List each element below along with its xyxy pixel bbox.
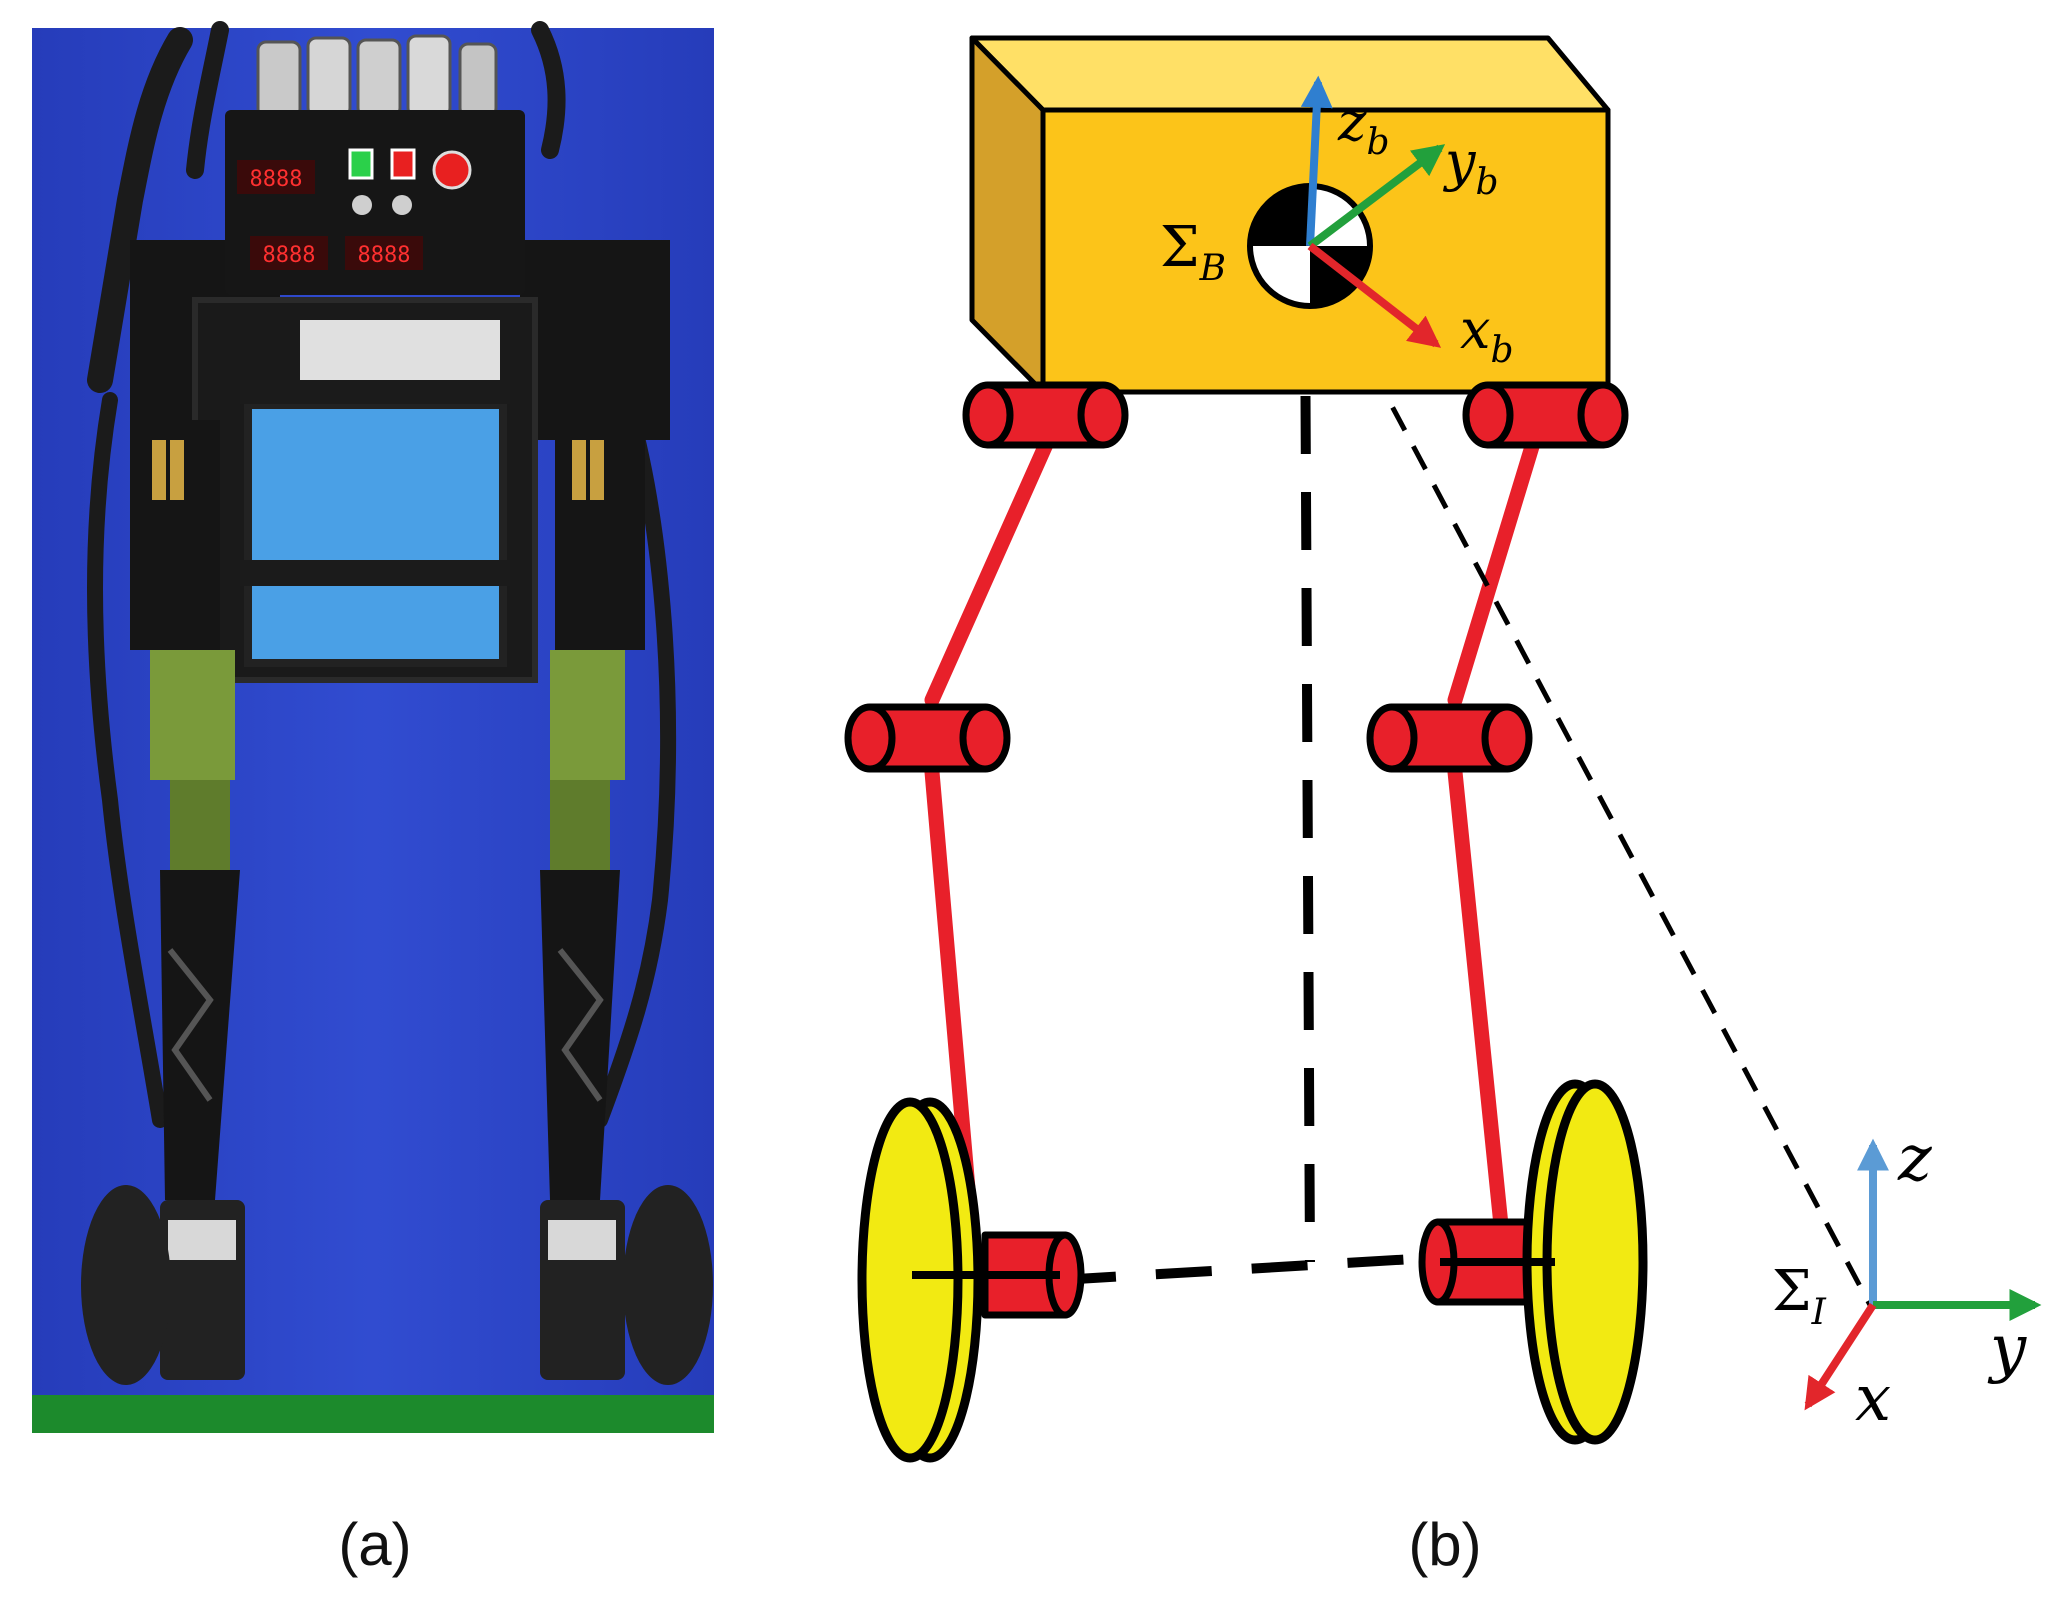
left-thigh-link [924, 432, 1056, 708]
green-switch [348, 148, 374, 180]
legs-links [924, 432, 1542, 1243]
wheel-axis-dash [1059, 1253, 1431, 1285]
cable-bundle [87, 21, 677, 1128]
right-hip-joint [1462, 381, 1629, 449]
x-label: x [1855, 1362, 1891, 1436]
dashed-projection [1059, 250, 1873, 1307]
robot-photo: 8888 8888 8888 [32, 21, 714, 1433]
emergency-stop [432, 150, 472, 190]
zb-axis-arrow [1300, 75, 1333, 247]
body-frame-axes [1300, 75, 1446, 348]
schematic: zb yb xb ΣB z y x ΣI [844, 35, 2042, 1463]
battery-top [300, 320, 500, 380]
inertial-origin-dash [1307, 250, 1873, 1307]
left-tire [81, 1185, 171, 1385]
caption-a: (a) [338, 1511, 411, 1578]
right-shank-link [1447, 764, 1510, 1243]
robot-frame: 8888 8888 8888 [130, 110, 670, 683]
right-wheel-assembly [1418, 1079, 1648, 1445]
knee-joints [844, 703, 1533, 773]
svg-text:8888: 8888 [263, 243, 316, 268]
inertial-frame-labels: z y x ΣI [1772, 1122, 2027, 1436]
right-knee-joint [1366, 703, 1533, 773]
robot-right-leg [540, 420, 713, 1385]
left-knee-joint [844, 703, 1011, 773]
body-top-face [969, 35, 1611, 113]
robot-left-leg [81, 420, 245, 1385]
left-wheel-assembly [857, 1097, 1085, 1463]
xb-label: xb [1460, 298, 1514, 371]
body-frame-labels: zb yb xb ΣB [1160, 90, 1514, 371]
battery-pack [244, 401, 507, 667]
svg-text:8888: 8888 [250, 167, 303, 192]
display-2 [250, 236, 328, 270]
right-wheel-rim [1542, 1079, 1648, 1445]
zb-label: zb [1337, 90, 1390, 163]
right-thigh-link [1447, 432, 1542, 708]
caption-b: (b) [1408, 1511, 1481, 1578]
display-1 [237, 160, 315, 194]
sigma-i-label: ΣI [1772, 1259, 1827, 1333]
left-hip-joint [962, 381, 1129, 449]
yb-axis-arrow [1307, 144, 1446, 250]
svg-text:8888: 8888 [358, 243, 411, 268]
right-tire [623, 1185, 713, 1385]
z-label: z [1897, 1122, 1933, 1196]
sigma-b-label: ΣB [1160, 215, 1226, 289]
hip-joints [962, 381, 1629, 449]
inertial-frame [1804, 1138, 2042, 1411]
yb-label: yb [1443, 130, 1499, 203]
x-axis-arrow [1804, 1302, 1877, 1411]
left-wheel [857, 1097, 963, 1463]
connector-row [256, 34, 498, 119]
photo-floor [32, 1395, 714, 1433]
display-3 [345, 236, 423, 270]
xb-axis-arrow [1307, 242, 1442, 348]
com-vertical-dash [1300, 299, 1315, 1263]
red-switch [390, 148, 416, 180]
y-label: y [1987, 1312, 2027, 1386]
